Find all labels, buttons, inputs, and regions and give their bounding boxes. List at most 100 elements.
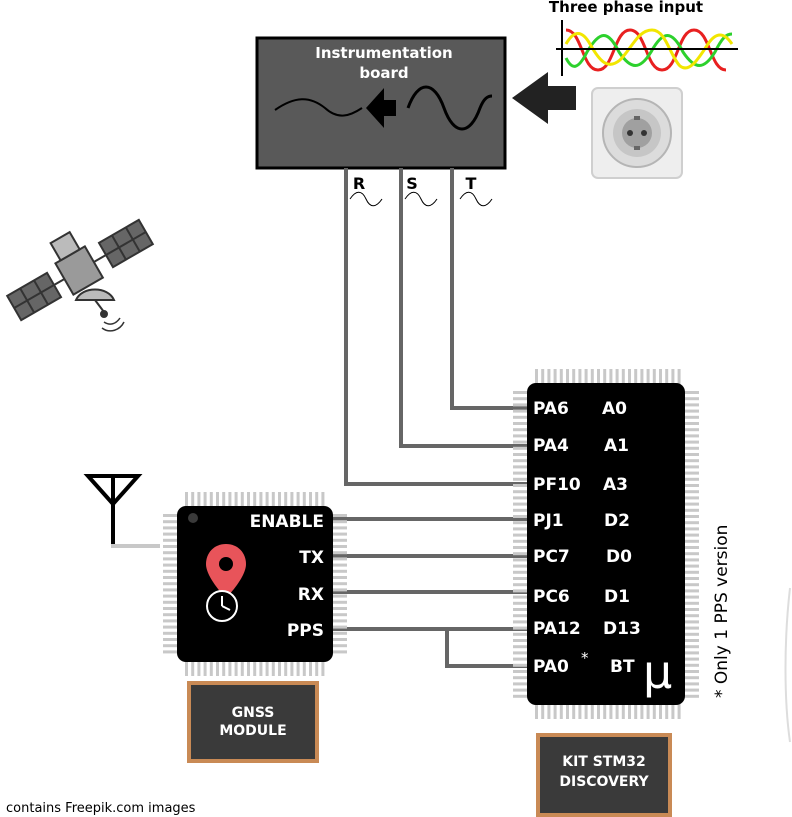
three-phase-title: Three phase input [549, 0, 703, 16]
chip-pin [513, 595, 529, 599]
chip-pin [683, 515, 699, 518]
chip-pin [513, 415, 529, 419]
chip-pin [671, 369, 675, 385]
chip-pin [683, 620, 699, 624]
stm32-pin-pa12: PA12 [533, 619, 581, 639]
chip-pin [609, 369, 613, 385]
chip-pin [309, 660, 312, 676]
stm32-pin-pc7: PC7 [533, 547, 570, 567]
wire-t [450, 168, 530, 410]
chip-pin [163, 600, 179, 604]
chip-pin [683, 558, 699, 562]
chip-pin [513, 620, 529, 624]
phase-wave-s-icon [404, 191, 438, 207]
chip-pin [163, 613, 179, 617]
antenna-icon [83, 474, 160, 548]
chip-pin [541, 703, 545, 719]
stm32-pin-pc6: PC6 [533, 587, 570, 607]
chip-pin [535, 369, 538, 385]
chip-pin [553, 369, 557, 385]
chip-pin [683, 521, 699, 525]
chip-pin [513, 663, 529, 667]
chip-pin [247, 492, 250, 508]
chip-pin [284, 660, 288, 676]
chip-pin [683, 595, 699, 599]
stm32-pin-pj1: PJ1 [533, 511, 564, 531]
chip-pin [590, 369, 594, 385]
chip-pin [321, 492, 325, 508]
chip-pin [513, 682, 529, 686]
chip-pin [163, 551, 179, 555]
chip-pin [683, 391, 699, 394]
chip-pin [331, 638, 347, 641]
chip-pin [163, 563, 179, 567]
stm32-pin-a0: A0 [602, 399, 627, 419]
chip-pin [683, 639, 699, 642]
chip-pin [228, 660, 232, 676]
chip-pin [634, 369, 638, 385]
phase-label-s: S [406, 174, 418, 193]
chip-pin [315, 492, 319, 508]
chip-pin [265, 492, 269, 508]
chip-pin [513, 471, 529, 475]
chip-pin [513, 484, 529, 487]
chip-pin [163, 569, 179, 573]
chip-pin [547, 703, 551, 719]
chip-pin [191, 492, 195, 508]
pps-version-note: * Only 1 PPS version [712, 525, 732, 698]
chip-pin [634, 703, 638, 719]
chip-pin [240, 492, 244, 508]
chip-pin [683, 626, 699, 630]
chip-pin [572, 369, 576, 385]
chip-pin [331, 631, 347, 635]
chip-pin [652, 369, 656, 385]
chip-pin [559, 703, 563, 719]
chip-pin [683, 682, 699, 686]
chip-pin [331, 545, 347, 548]
board-left-arrow-icon [366, 88, 396, 128]
chip-pin [646, 703, 650, 719]
chip-pin [513, 465, 529, 469]
chip-pin [513, 670, 529, 673]
chip-pin [296, 492, 300, 508]
stm32-pin-a1: A1 [604, 436, 629, 456]
chip-pin [572, 703, 576, 719]
chip-pin [163, 514, 179, 517]
chip-pin [290, 660, 294, 676]
chip-pin [615, 703, 619, 719]
chip-pin [315, 660, 319, 676]
chip-pin [331, 607, 347, 610]
chip-pin [683, 663, 699, 667]
chip-pin [240, 660, 244, 676]
gnss-pin-enable: ENABLE [250, 512, 324, 532]
chip-pin [683, 502, 699, 506]
chip-pin [513, 552, 529, 556]
chip-pin [683, 608, 699, 611]
chip-pin [513, 639, 529, 642]
wall-socket-icon [591, 87, 683, 179]
chip-pin [665, 703, 669, 719]
chip-pin [331, 619, 347, 623]
chip-pin [683, 527, 699, 531]
chip-pin [163, 631, 179, 635]
gnss-pin-tx: TX [299, 548, 324, 568]
chip-pin [683, 694, 699, 698]
chip-pin [683, 446, 699, 450]
chip-pin [216, 492, 219, 508]
gnss-chip: ENABLE TX RX PPS [163, 492, 347, 676]
chip-pin [331, 576, 347, 579]
chip-pin [163, 532, 179, 536]
chip-pin [683, 552, 699, 556]
chip-pin [513, 564, 529, 568]
stm32-pin-d1: D1 [604, 587, 630, 607]
three-phase-waves [556, 20, 738, 76]
stm32-label-line1: KIT STM32 [562, 754, 646, 770]
chip-pin [513, 645, 529, 649]
chip-pin [683, 546, 699, 549]
chip-pin [253, 660, 257, 676]
chip-pin [203, 660, 207, 676]
chip-pin [331, 514, 347, 517]
chip-pin [513, 626, 529, 630]
chip-pin [683, 453, 699, 456]
chip-pin [683, 484, 699, 487]
